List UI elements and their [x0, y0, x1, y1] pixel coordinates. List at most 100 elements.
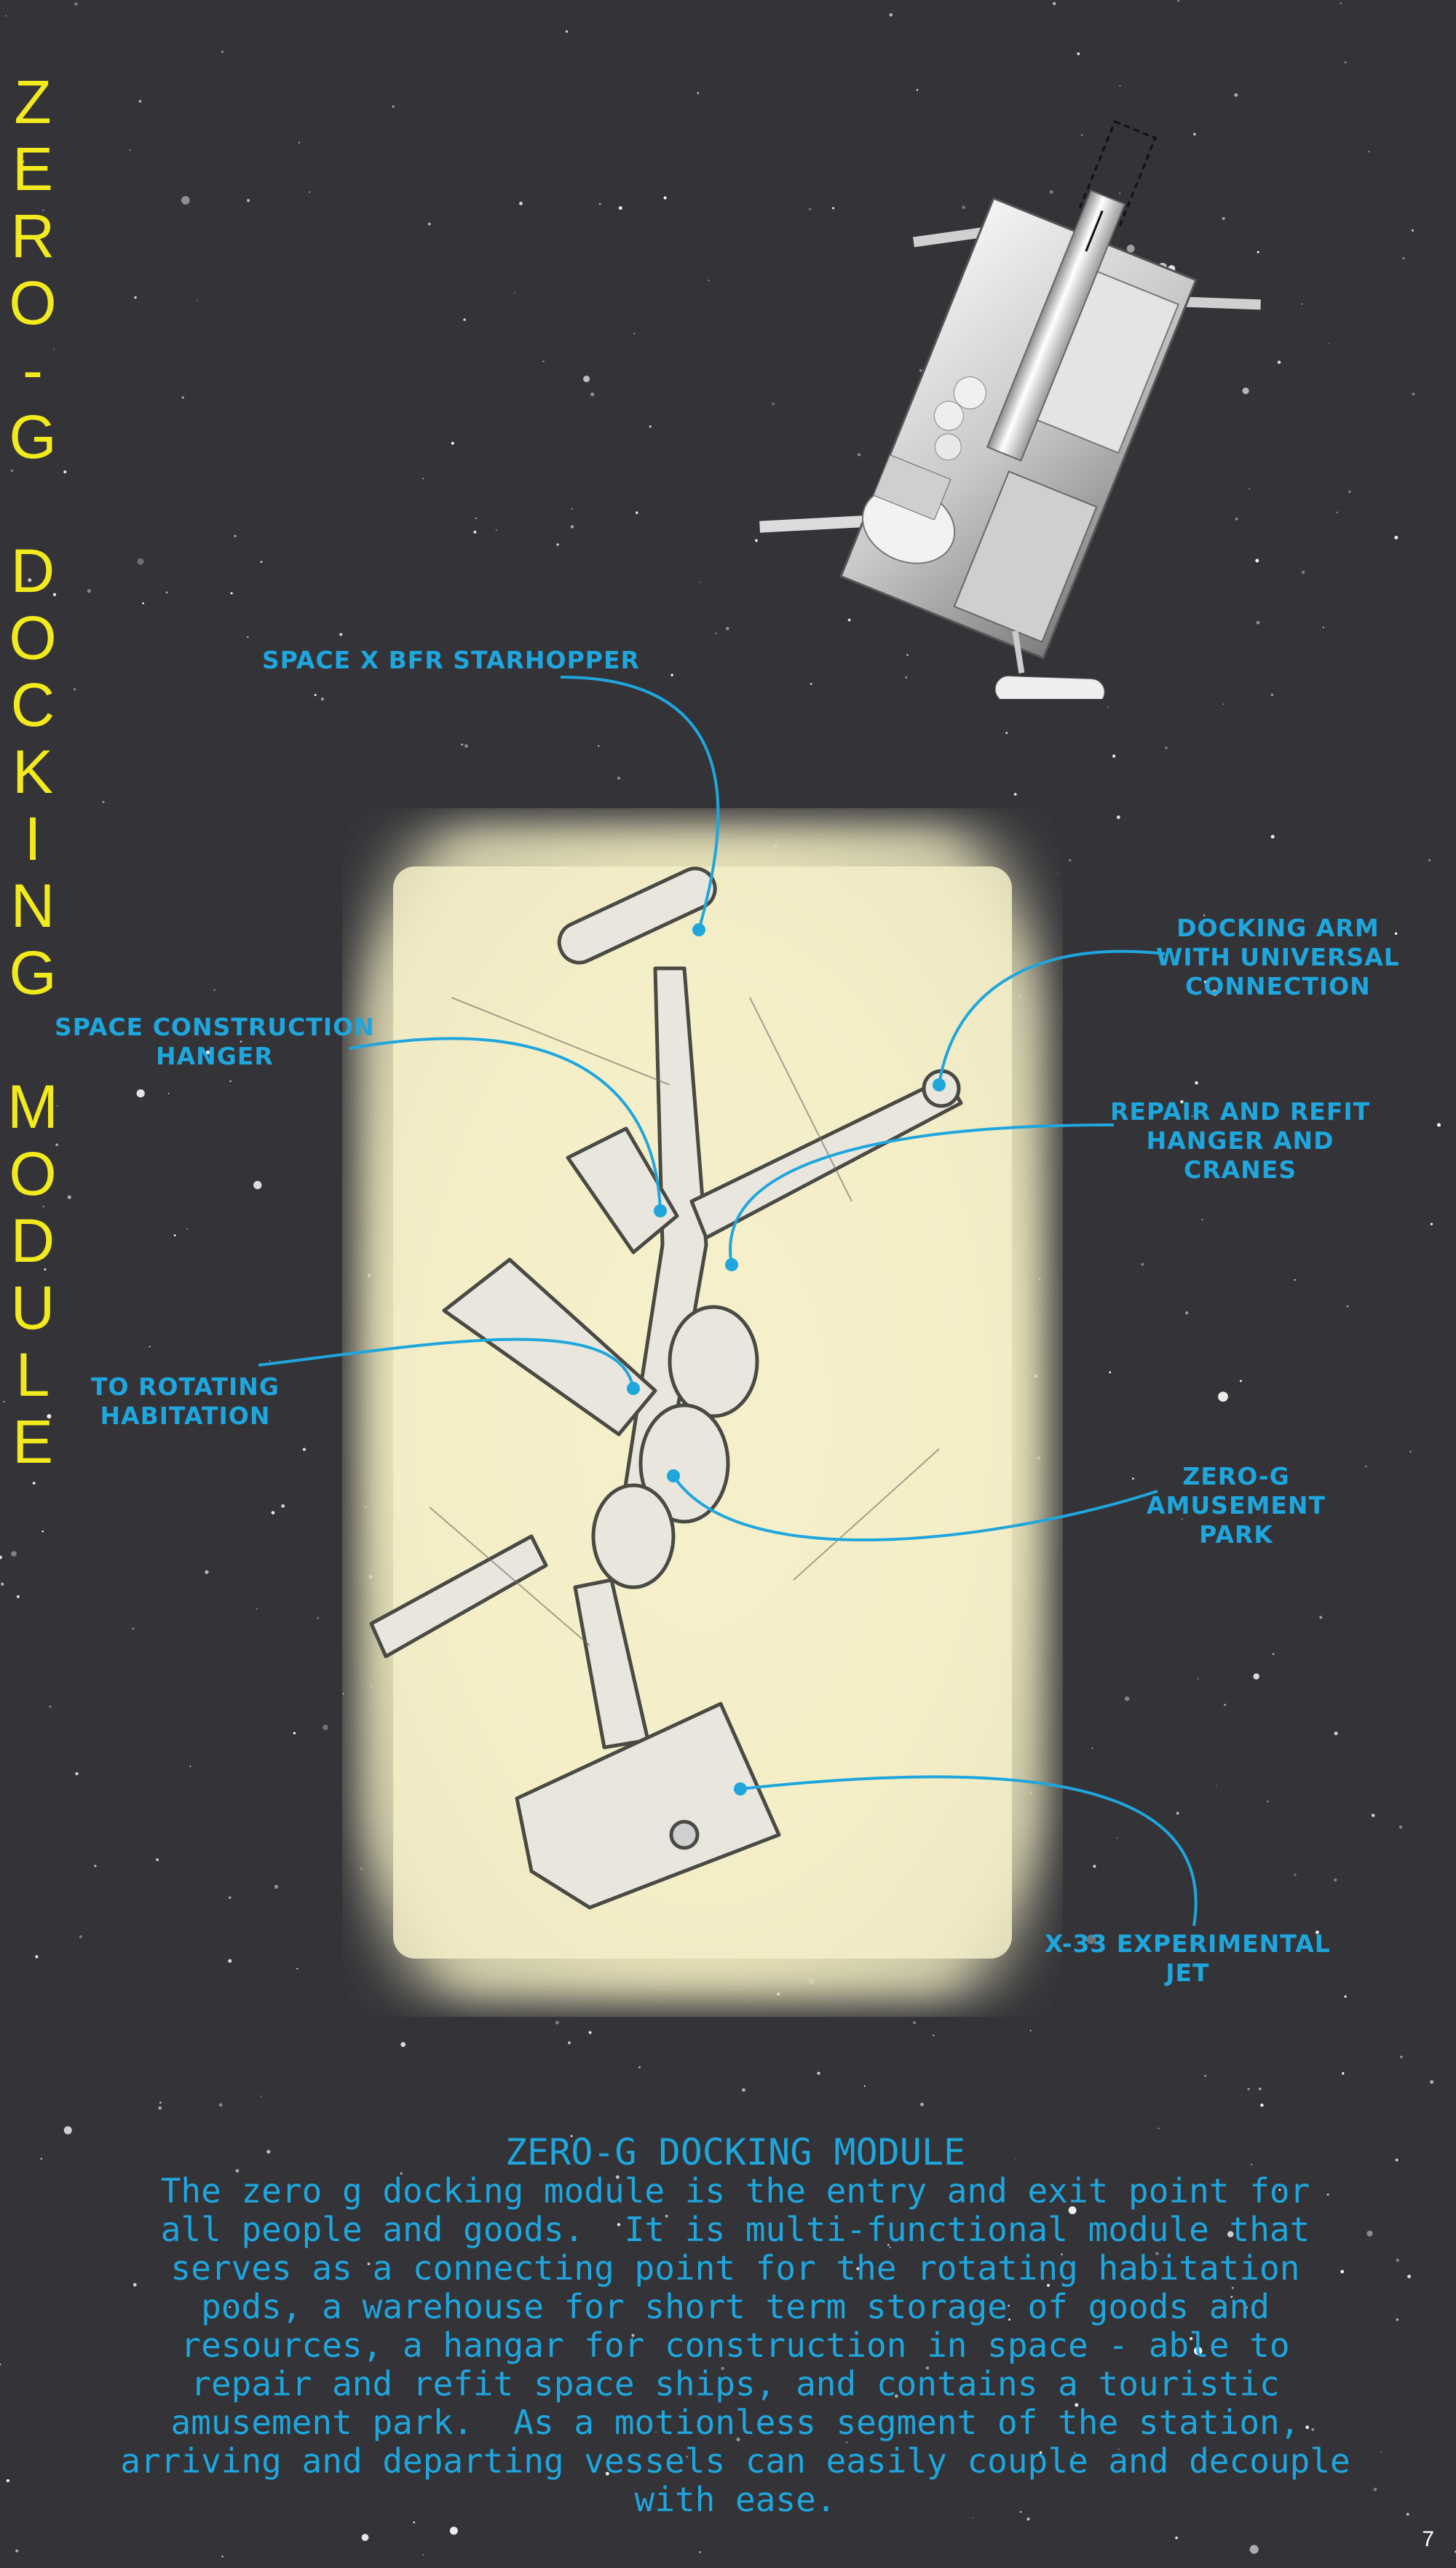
star: [925, 2366, 930, 2370]
description-line: arriving and departing vessels can easil…: [120, 2441, 1350, 2481]
star: [1039, 2451, 1042, 2454]
callout-dot-construction: [654, 1204, 667, 1217]
vertical-title-glyph: G: [9, 403, 57, 471]
star: [1215, 1785, 1217, 1787]
star: [449, 2526, 458, 2535]
callout-dot-x33: [734, 1782, 747, 1795]
star: [16, 1595, 20, 1598]
star: [972, 2517, 973, 2519]
star: [94, 1865, 97, 1868]
star: [889, 13, 893, 17]
star: [1107, 706, 1109, 708]
star: [42, 209, 44, 211]
callout-line-starhopper: [560, 676, 720, 931]
star: [134, 296, 137, 299]
star: [40, 2157, 42, 2160]
module-3d-render: [759, 120, 1261, 699]
star: [1222, 217, 1225, 221]
star: [906, 654, 909, 656]
star: [1158, 2128, 1160, 2130]
callout-dot-docking-arm: [933, 1078, 946, 1091]
star: [1253, 1673, 1259, 1680]
star: [636, 511, 638, 514]
star: [235, 2169, 240, 2173]
star: [137, 558, 144, 565]
star: [1272, 1653, 1275, 1656]
star: [605, 2472, 609, 2476]
star: [11, 1551, 17, 1557]
star: [473, 530, 477, 534]
star: [1402, 257, 1405, 260]
star: [1260, 2103, 1264, 2107]
star: [3, 1401, 5, 1403]
star: [962, 205, 966, 210]
star: [1075, 2403, 1079, 2407]
star: [317, 1616, 320, 1619]
label-starhopper: SPACE X BFR STARHOPPER: [262, 646, 640, 674]
star: [1194, 2347, 1203, 2355]
star: [1015, 2157, 1016, 2160]
vertical-title-glyph: I: [24, 805, 41, 873]
star: [913, 2021, 916, 2025]
star: [1344, 1995, 1347, 1998]
star: [229, 1080, 232, 1083]
star: [206, 1050, 210, 1054]
star: [165, 591, 168, 593]
description-line: all people and goods. It is multi-functi…: [160, 2210, 1310, 2249]
star: [1430, 2080, 1434, 2084]
star: [142, 602, 144, 604]
star: [1112, 754, 1116, 758]
star: [1116, 815, 1120, 819]
star: [1124, 1696, 1130, 1702]
star: [549, 2338, 553, 2342]
star: [1164, 746, 1168, 750]
star: [916, 89, 919, 91]
star: [63, 470, 67, 474]
star: [1126, 245, 1135, 253]
star: [1218, 1391, 1228, 1402]
star: [1057, 872, 1059, 874]
star: [809, 208, 811, 210]
star: [32, 1482, 36, 1485]
star: [1118, 192, 1121, 194]
star: [755, 539, 758, 542]
star: [422, 2553, 424, 2556]
label-amusement-park: ZERO-G AMUSEMENT PARK: [1147, 1462, 1326, 1549]
star: [260, 2095, 262, 2098]
star: [570, 525, 574, 529]
label-x33-jet: X-33 EXPERIMENTAL JET: [1045, 1929, 1331, 1987]
star: [1406, 2513, 1409, 2516]
star: [15, 2549, 19, 2553]
star: [590, 392, 595, 397]
star: [274, 1884, 279, 1889]
star: [1047, 2283, 1050, 2287]
star: [1175, 2536, 1178, 2540]
star: [314, 694, 317, 696]
star: [583, 375, 590, 382]
star: [1428, 858, 1431, 862]
star: [1008, 2304, 1010, 2307]
star: [1013, 793, 1017, 796]
star: [323, 1724, 328, 1731]
star: [856, 2267, 860, 2270]
star: [1091, 1747, 1093, 1750]
star: [638, 2066, 641, 2069]
star: [1340, 2, 1342, 5]
star: [186, 1228, 189, 1230]
star: [633, 333, 636, 335]
star: [281, 1504, 285, 1508]
star: [542, 360, 545, 363]
star: [427, 222, 431, 226]
description-line: with ease.: [634, 2480, 836, 2519]
star: [887, 2243, 890, 2246]
star: [1315, 1930, 1319, 1935]
vertical-title-glyph: Z: [14, 68, 52, 136]
star: [1255, 558, 1259, 563]
description-line: serves as a connecting point for the rot…: [170, 2248, 1300, 2288]
star: [247, 636, 249, 639]
star: [400, 2042, 406, 2047]
star: [0, 1555, 2, 1560]
star: [863, 2085, 866, 2087]
star: [846, 2441, 848, 2443]
